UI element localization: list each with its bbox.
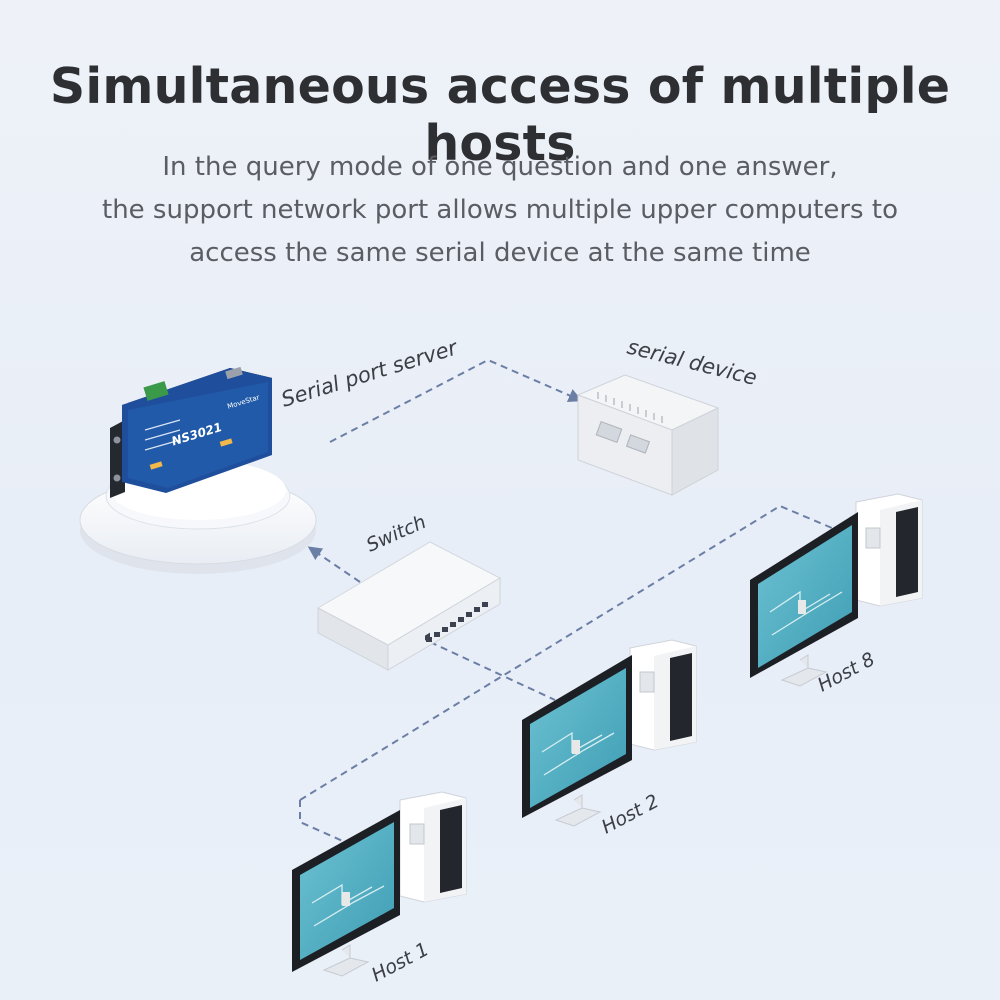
host-1-label: Host 1 [368,938,433,986]
ethernet-port [225,366,243,380]
subtitle-line-1: In the query mode of one question and on… [162,152,838,182]
subtitle-line-3: access the same serial device at the sam… [189,238,811,268]
network-switch [316,541,502,671]
host-8-label: Host 8 [814,648,879,696]
host-2: Host 2 [522,639,697,838]
monitor-stand [322,944,370,977]
monitor-screen [758,525,852,668]
monitor-screen [530,668,626,808]
serial-port-server-label: Serial port server [278,335,461,412]
link-switch-to-server [307,546,361,583]
serial-port-server: NS3021 MoveStar [79,366,317,574]
terminal-block [143,381,169,401]
monitor-stand [780,654,828,687]
subtitle-line-2: the support network port allows multiple… [102,195,898,225]
link-server-to-serial-device [329,358,583,443]
serial-device [576,374,720,496]
page-title: Simultaneous access of multiple hosts [49,58,951,172]
pc-tower-front-panel [896,507,918,597]
page-subtitle: In the query mode of one question and on… [40,146,960,275]
monitor-screen [300,822,394,960]
connection-lines [299,358,833,843]
link-switch-to-host-2 [429,641,556,701]
host-2-label: Host 2 [598,790,663,838]
host-8: Host 8 [750,493,923,696]
monitor-stand [554,794,602,827]
pc-tower-front-panel [670,653,692,741]
host-1: Host 1 [292,791,467,986]
link-host-1-to-host-8-bus [299,504,833,843]
switch-port-face [387,577,501,671]
pc-tower-front-panel [440,805,462,893]
